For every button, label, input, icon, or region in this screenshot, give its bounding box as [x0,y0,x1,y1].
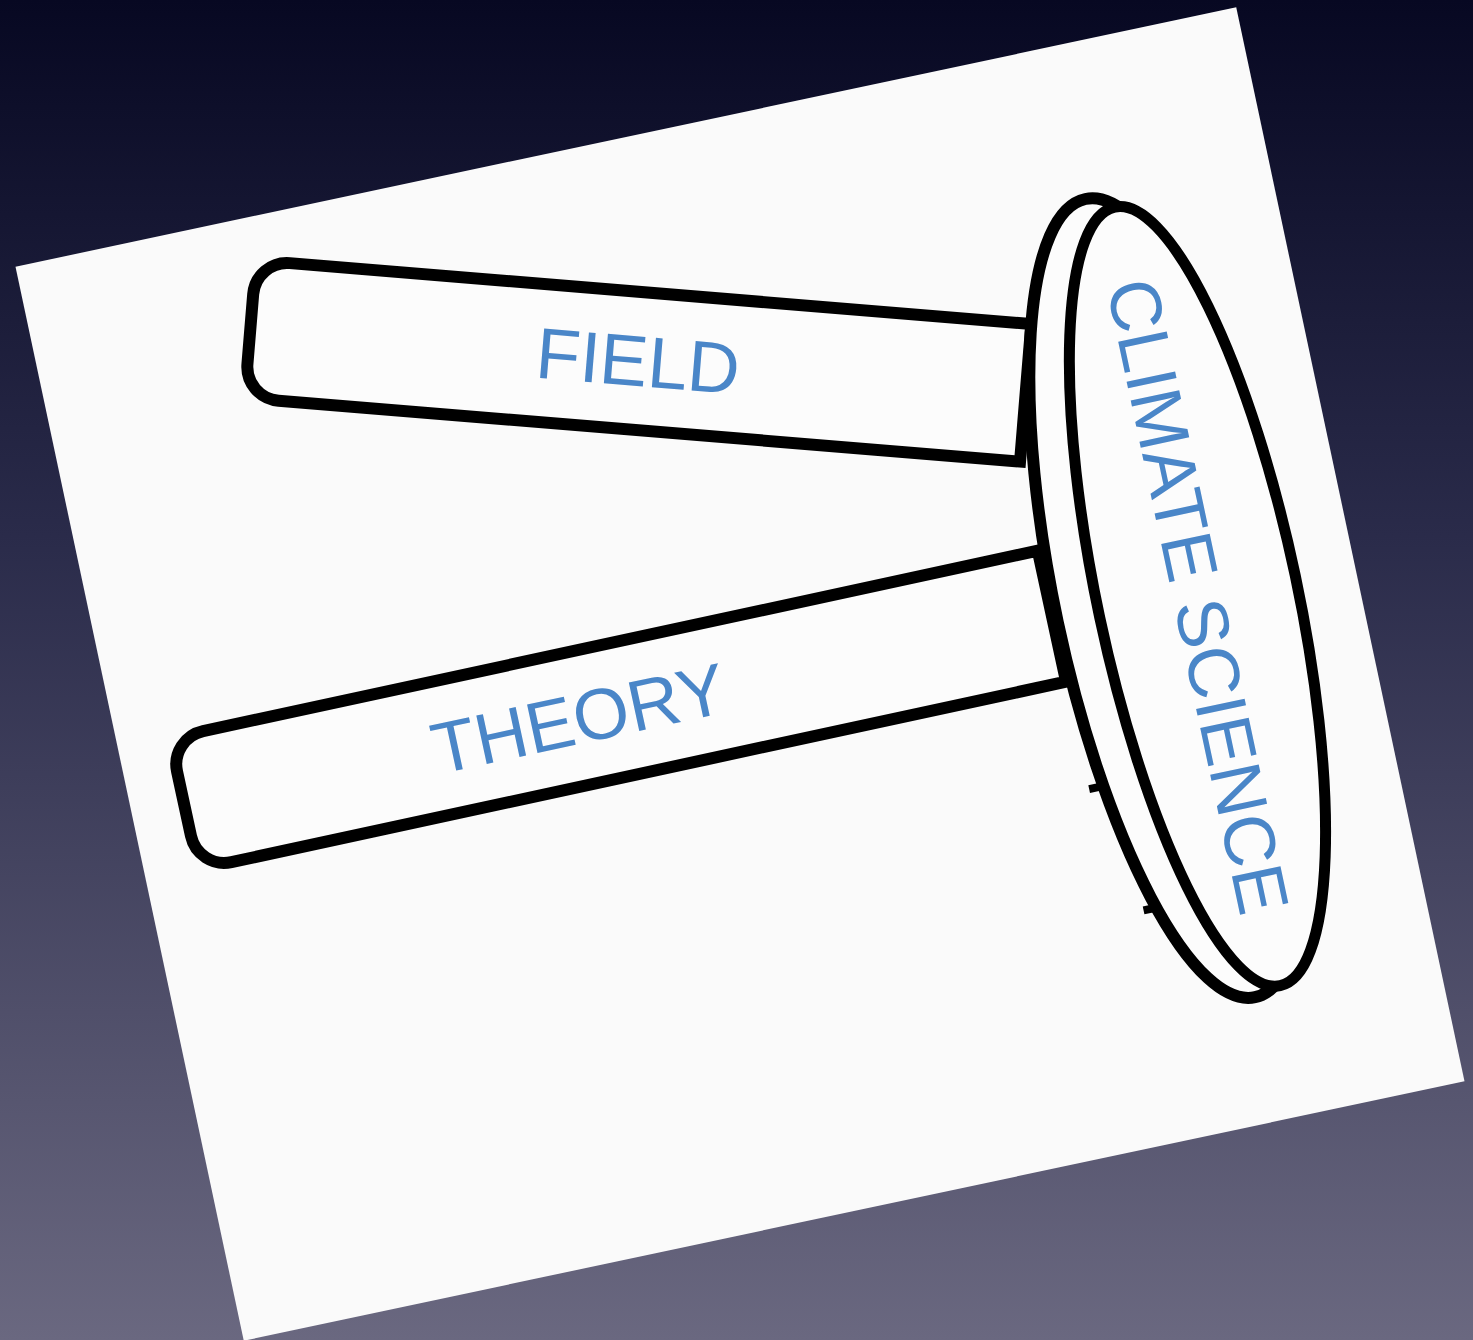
node-label: FIELD [533,317,742,405]
node-label: THEORY [425,652,732,786]
